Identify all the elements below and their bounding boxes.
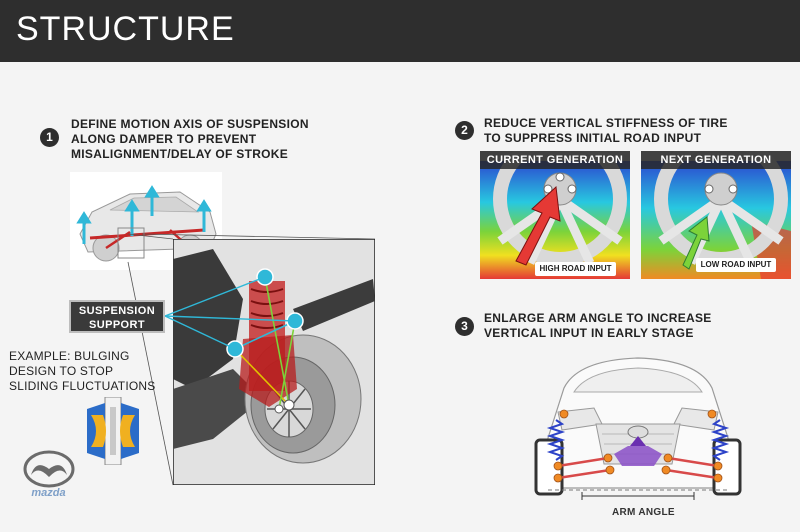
page-title: STRUCTURE: [16, 10, 235, 48]
brand-wordmark: mazda: [31, 487, 66, 499]
arm-angle-label: ARM ANGLE: [612, 507, 675, 518]
next-generation-label: NEXT GENERATION: [641, 151, 791, 169]
step-2-text: REDUCE VERTICAL STIFFNESS OF TIRE TO SUP…: [484, 116, 728, 145]
step-3-text: ENLARGE ARM ANGLE TO INCREASE VERTICAL I…: [484, 311, 712, 340]
mazda-logo-icon: [23, 450, 75, 488]
high-road-input-label: HIGH ROAD INPUT: [535, 262, 616, 276]
step-1-text: DEFINE MOTION AXIS OF SUSPENSION ALONG D…: [71, 117, 309, 161]
example-text: EXAMPLE: BULGING DESIGN TO STOP SLIDING …: [9, 349, 156, 393]
tire-heatmap-current: [480, 151, 630, 279]
suspension-support-label: SUSPENSION SUPPORT: [69, 300, 165, 333]
low-road-input-label: LOW ROAD INPUT: [696, 258, 776, 272]
front-car-suspension-diagram: [534, 357, 742, 500]
step-3-number: 3: [455, 317, 474, 336]
step-1-number: 1: [40, 128, 59, 147]
step-2-number: 2: [455, 121, 474, 140]
header-bar: STRUCTURE: [0, 0, 800, 62]
current-generation-label: CURRENT GENERATION: [480, 151, 630, 169]
bulging-bushing-icon: [87, 397, 139, 465]
